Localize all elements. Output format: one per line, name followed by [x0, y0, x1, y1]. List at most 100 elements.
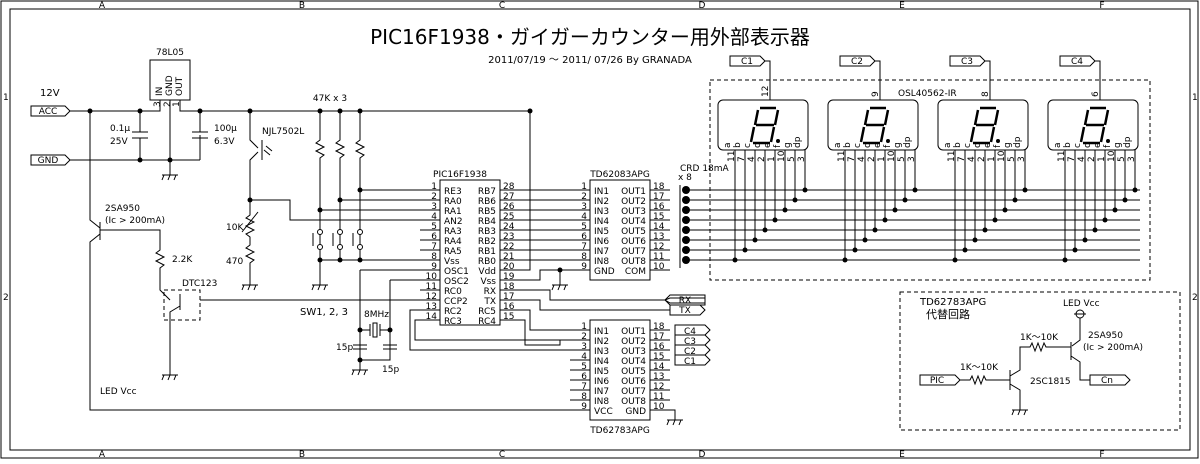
segment-letter: f: [993, 144, 1003, 148]
crystal-caps: [351, 344, 397, 376]
regulator-pin-out: OUT: [175, 76, 185, 96]
port-c2[interactable]: C2: [674, 344, 711, 357]
voltage-label: 12V: [40, 88, 60, 99]
segment-letter: f: [883, 144, 893, 148]
an2-wire: [250, 199, 420, 221]
ic-pin-number: 14: [653, 222, 665, 232]
seven-segment-body: [717, 99, 809, 151]
alt-r2: [1019, 341, 1071, 354]
alt-pic-port[interactable]: PIC: [919, 374, 961, 386]
mcu-body: [439, 179, 501, 326]
ic-pin-number: 6: [431, 232, 437, 242]
segment-letter: b: [953, 142, 963, 148]
ic-pin-name: IN3: [594, 347, 609, 357]
ic-pin-number: 16: [653, 202, 665, 212]
ic-pin-number: 2: [581, 332, 587, 342]
segment-letter: f: [773, 144, 783, 148]
segment-letter: c: [963, 143, 973, 148]
regulator-pinnum-2: 2: [163, 101, 173, 107]
gnd-port[interactable]: GND: [30, 154, 71, 166]
segment-pin-number: 2: [1087, 156, 1097, 162]
segment-pin-number: 11: [727, 151, 737, 162]
segment-letter: d: [863, 142, 873, 148]
ic-pin-name: IN3: [594, 207, 609, 217]
ic-pin-number: 3: [431, 202, 437, 212]
segment-letter: dp: [1013, 136, 1023, 148]
border-column-label: F: [1099, 450, 1104, 460]
port-c3[interactable]: C3: [674, 334, 711, 347]
led-transistor-note: (Ic > 200mA): [105, 216, 165, 226]
power-wires: [70, 100, 530, 161]
segment-pin-number: 1: [877, 156, 887, 162]
alt-cn-port[interactable]: Cn: [1089, 374, 1131, 386]
ic-pin-name: OSC2: [444, 277, 469, 287]
port-c2[interactable]: C2: [839, 55, 876, 67]
tx-port[interactable]: TX: [669, 304, 706, 316]
segment-letter: g: [783, 142, 793, 148]
ic-pin-number: 1: [581, 182, 587, 192]
border-column-label: C: [499, 450, 505, 460]
ic-pin-number: 10: [653, 402, 665, 412]
cap-out-value: 100µ: [214, 124, 237, 134]
led-driver-wires: [100, 229, 171, 301]
common-pin-number: 12: [761, 86, 771, 97]
port-c3[interactable]: C3: [949, 55, 986, 67]
ic-pin-name: RB6: [478, 197, 496, 207]
segment-pin-number: 10: [997, 150, 1007, 162]
ic-pin-name: OUT7: [621, 387, 646, 397]
ic-pin-number: 7: [431, 242, 437, 252]
dtc123-box: [163, 289, 201, 321]
segment-pin-number: 7: [957, 156, 967, 162]
crystal-label: 8MHz: [364, 310, 389, 320]
ic-pin-number: 13: [426, 302, 437, 312]
dtc123-label: DTC123: [182, 279, 217, 289]
ic-pin-number: 6: [581, 372, 587, 382]
segment-pin-number: 5: [897, 156, 907, 162]
port-c4[interactable]: C4: [674, 324, 711, 337]
ic-pin-name: Vss: [444, 257, 460, 267]
regulator-pinnum-3: 3: [153, 101, 163, 107]
port-c1[interactable]: C1: [674, 354, 711, 367]
segment-letter: dp: [903, 136, 913, 148]
segment-pin-number: 4: [967, 156, 977, 162]
alt-circuit-subtitle: 代替回路: [926, 307, 970, 321]
ic-pin-number: 28: [503, 182, 515, 192]
segment-letter: b: [1063, 142, 1073, 148]
crd-label: CRD 18mA: [680, 164, 730, 174]
segment-letter: dp: [1123, 136, 1133, 148]
ic-pin-name: RB0: [478, 257, 496, 267]
acc-port[interactable]: ACC: [30, 105, 71, 117]
border-column-label: D: [699, 450, 706, 460]
ic-pin-number: 17: [653, 192, 664, 202]
ic-pin-name: OUT5: [621, 227, 646, 237]
display-box: [709, 79, 1151, 281]
switches-label: SW1, 2, 3: [300, 307, 348, 318]
ic-pin-number: 9: [431, 262, 437, 272]
border-column-label: C: [499, 1, 505, 11]
vdd-wire: [520, 111, 531, 271]
ic-pin-name: TX: [483, 297, 496, 307]
alt-r2-label: 1K〜10K: [1020, 333, 1059, 343]
port-c4[interactable]: C4: [1059, 55, 1096, 67]
ic-pin-number: 21: [503, 252, 514, 262]
seven-segment-body: [827, 99, 919, 151]
rx-port-label-group[interactable]: RX: [664, 294, 706, 306]
segment-letter: c: [853, 143, 863, 148]
ic-pin-number: 4: [581, 212, 587, 222]
ic-pin-name: RA3: [444, 227, 462, 237]
border-column-label: E: [899, 1, 905, 11]
tx-wire: [520, 299, 670, 311]
ic-pin-number: 20: [503, 262, 515, 272]
ic-pin-number: 26: [503, 202, 515, 212]
ic-pin-number: 3: [581, 342, 587, 352]
phototransistor-label: NJL7502L: [262, 127, 304, 137]
alt-pnp-transistor: [1070, 313, 1090, 381]
cap-in: [132, 111, 148, 160]
crd-diodes: [679, 185, 1140, 268]
ic-pin-name: RA4: [444, 237, 462, 247]
port-c1[interactable]: C1: [729, 55, 766, 67]
ic-pin-number: 24: [503, 222, 515, 232]
